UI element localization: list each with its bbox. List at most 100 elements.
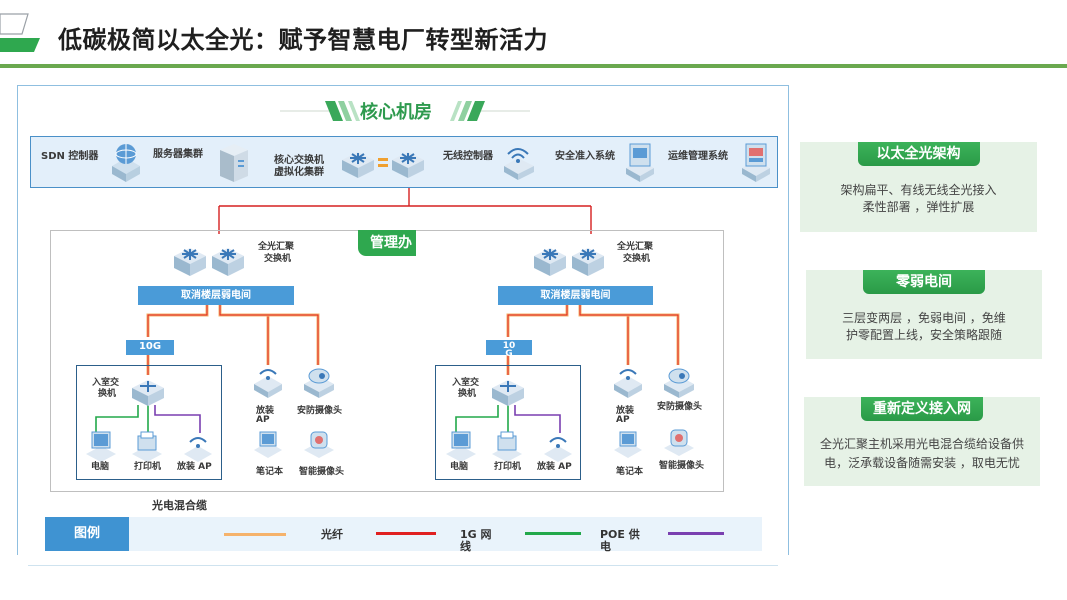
right-indoor-box (435, 365, 581, 480)
right-ap-label-1: 放装 (616, 406, 635, 416)
server-cluster-icon (220, 144, 248, 182)
ops-management-label: 运维管理系统 (668, 151, 728, 162)
left-smart-camera-label: 智能摄像头 (299, 467, 345, 477)
legend-gig-label: 1G 网 线 (460, 529, 492, 553)
right-ap2-label: 放装 AP (537, 462, 572, 472)
uplink-lines (218, 188, 592, 234)
left-printer-label: 打印机 (134, 462, 162, 472)
legend-poe-part-1: POE 供 (600, 528, 640, 541)
left-floor-bar: 取消楼层弱电间 (138, 286, 294, 305)
right-printer-icon (492, 431, 522, 462)
left-speed-badge: 10G (126, 340, 174, 355)
legend-fiber-swatch (224, 533, 286, 536)
left-ap2-icon (184, 437, 212, 462)
right-laptop-label: 笔记本 (616, 467, 644, 477)
right-speed-badge: 10 G (486, 340, 532, 359)
legend-poe-label: POE 供 电 (600, 529, 640, 553)
sdn-controller-icon (112, 144, 140, 182)
legend-gig-swatch (376, 532, 436, 535)
right-aggregation-switch-icon (534, 248, 604, 276)
right-security-camera-label: 安防摄像头 (657, 402, 703, 412)
core-room-title: 核心机房 (360, 102, 432, 123)
left-access-lines (95, 305, 320, 433)
left-laptop-icon (254, 431, 282, 458)
core-room-title-decoration (280, 101, 530, 121)
right-indoor-switch-label-2: 换机 (458, 389, 477, 399)
right-ap2-icon (544, 437, 572, 462)
left-pc-label: 电脑 (91, 462, 110, 472)
core-switch-label: 核心交换机 (274, 155, 324, 166)
right-pc-icon (446, 431, 476, 462)
wireless-controller-label: 无线控制器 (443, 151, 493, 162)
card-redefine-access-title: 重新定义接入网 (861, 397, 983, 421)
office-tab: 管理办 (358, 230, 416, 256)
server-cluster-label: 服务器集群 (153, 149, 203, 160)
right-laptop-icon (614, 431, 642, 458)
hybrid-cable-label: 光电混合缆 (152, 499, 207, 512)
legend-gig-part-1: 1G 网 (460, 528, 492, 541)
right-speed-part-2: G (505, 349, 513, 359)
legend-poe-part-2: 电 (600, 540, 611, 553)
card-redefine-access: 重新定义接入网 全光汇聚主机采用光电混合缆给设备供 电，泛承载设备随需安装 ，取… (804, 397, 1040, 486)
header-divider (0, 64, 1067, 68)
card-zero-weak-room-title: 零弱电间 (863, 270, 985, 294)
left-aggregation-label-2: 交换机 (264, 254, 292, 264)
right-security-camera-icon (664, 368, 694, 398)
legend-title: 图例 (45, 517, 129, 551)
right-aggregation-label-2: 交换机 (623, 254, 651, 264)
left-ap-icon (254, 369, 282, 398)
left-aggregation-label-1: 全光汇聚 (258, 242, 295, 252)
diagram-bottom-rule (28, 565, 778, 566)
left-security-camera-label: 安防摄像头 (297, 406, 343, 416)
header-logo-icon (0, 13, 40, 52)
sdn-controller-label: SDN 控制器 (41, 151, 99, 162)
card-redefine-access-text-2: 电，泛承载设备随需安装 ，取电无忧 (824, 456, 1020, 470)
left-smart-camera-icon (304, 431, 334, 458)
left-ap-label-1: 放装 (256, 406, 275, 416)
ops-management-icon (742, 143, 770, 182)
network-diagram-frame (17, 85, 789, 555)
left-indoor-switch-label-1: 入室交 (92, 378, 120, 388)
left-indoor-switch-icon (132, 380, 164, 406)
left-aggregation-switch-icon (174, 248, 244, 276)
card-ethernet-optical-text-1: 架构扁平、有线无线全光接入 (840, 183, 997, 197)
left-indoor-switch-label-2: 换机 (98, 389, 117, 399)
wireless-controller-icon (504, 148, 534, 180)
card-ethernet-optical-title: 以太全光架构 (857, 142, 980, 166)
left-ap-label-2: AP (256, 415, 270, 425)
left-pc-icon (86, 431, 116, 462)
left-ap2-label: 放装 AP (177, 462, 212, 472)
card-zero-weak-room-text-2: 护零配置上线，安全策略跟随 (845, 328, 1002, 342)
security-access-icon (626, 143, 654, 182)
core-room-bar (30, 136, 778, 188)
right-indoor-switch-icon (492, 380, 524, 406)
right-floor-bar: 取消楼层弱电间 (498, 286, 653, 305)
left-printer-icon (132, 431, 162, 462)
right-ap-icon (614, 369, 642, 398)
left-laptop-label: 笔记本 (256, 467, 284, 477)
legend-hybrid-swatch (668, 532, 724, 535)
right-speed-part-1: 10 (502, 341, 516, 351)
left-indoor-box (76, 365, 222, 480)
card-zero-weak-room-text-1: 三层变两层 ，免弱电间 ，免维 (842, 311, 1006, 325)
core-switch-icon (342, 152, 424, 178)
right-printer-label: 打印机 (494, 462, 522, 472)
virtualization-cluster-label: 虚拟化集群 (274, 167, 324, 178)
left-security-camera-icon (304, 368, 334, 398)
card-ethernet-optical: 以太全光架构 架构扁平、有线无线全光接入 柔性部署 ，弹性扩展 (800, 142, 1037, 232)
right-indoor-switch-label-1: 入室交 (452, 378, 480, 388)
card-redefine-access-text-1: 全光汇聚主机采用光电混合缆给设备供 (819, 437, 1024, 451)
right-smart-camera-label: 智能摄像头 (659, 461, 705, 471)
page-title: 低碳极简以太全光：赋予智慧电厂转型新活力 (58, 26, 548, 54)
right-pc-label: 电脑 (450, 462, 469, 472)
legend-fiber-label: 光纤 (321, 528, 343, 541)
card-zero-weak-room: 零弱电间 三层变两层 ，免弱电间 ，免维 护零配置上线，安全策略跟随 (806, 270, 1042, 359)
card-ethernet-optical-text-2: 柔性部署 ，弹性扩展 (862, 200, 975, 214)
legend-poe-swatch (525, 532, 581, 535)
right-smart-camera-icon (664, 429, 694, 456)
right-aggregation-label-1: 全光汇聚 (617, 242, 654, 252)
security-access-label: 安全准入系统 (555, 151, 615, 162)
right-access-lines (455, 305, 680, 433)
legend-gig-part-2: 线 (460, 540, 471, 553)
right-ap-label-2: AP (616, 415, 630, 425)
